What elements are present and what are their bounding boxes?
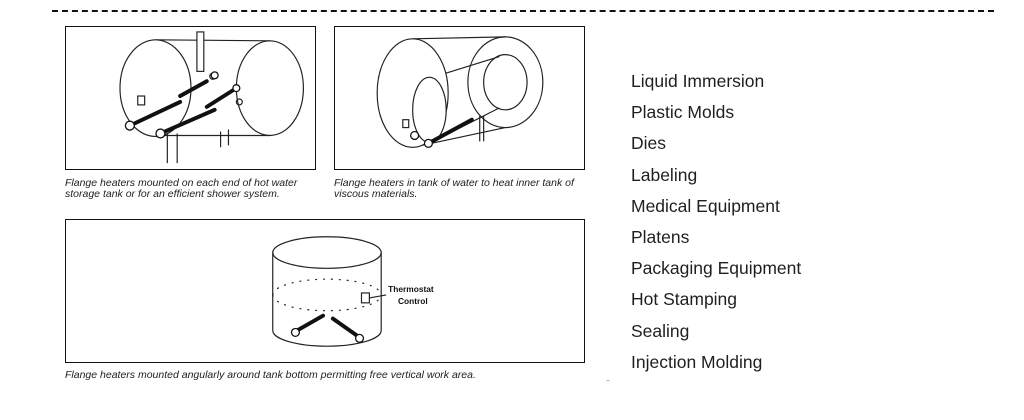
list-item: Hot Stamping <box>631 289 738 310</box>
caption-fig-1: Flange heaters mounted on each end of ho… <box>65 177 298 200</box>
vertical-tank-illustration: Thermostat Control <box>272 236 434 347</box>
list-item: Packaging Equipment <box>631 258 802 279</box>
tank-illustration <box>119 31 305 164</box>
figure-inner-tank <box>334 26 585 170</box>
list-item: Labeling <box>631 164 698 185</box>
list-item: Injection Molding <box>631 351 763 372</box>
figure-hot-water-tank <box>65 26 316 170</box>
caption-fig-3: Flange heaters mounted angularly around … <box>65 369 476 381</box>
caption-fig-2: Flange heaters in tank of water to heat … <box>334 177 574 200</box>
figure-vertical-tank: Thermostat Control <box>65 219 585 363</box>
thermostat-label-line1: Thermostat <box>388 284 434 294</box>
list-item: Sealing <box>631 320 690 341</box>
list-item: Medical Equipment <box>631 195 780 216</box>
list-item: Plastic Molds <box>631 102 735 123</box>
list-item: Liquid Immersion <box>631 71 765 91</box>
dashed-divider <box>52 10 994 12</box>
applications-list: Liquid Immersion Plastic Molds Dies Labe… <box>631 66 801 378</box>
thermostat-label-line2: Control <box>398 296 428 306</box>
decorative-mark <box>606 380 610 384</box>
inner-tank-illustration <box>376 36 544 148</box>
list-item: Dies <box>631 133 667 154</box>
list-item: Platens <box>631 227 690 248</box>
